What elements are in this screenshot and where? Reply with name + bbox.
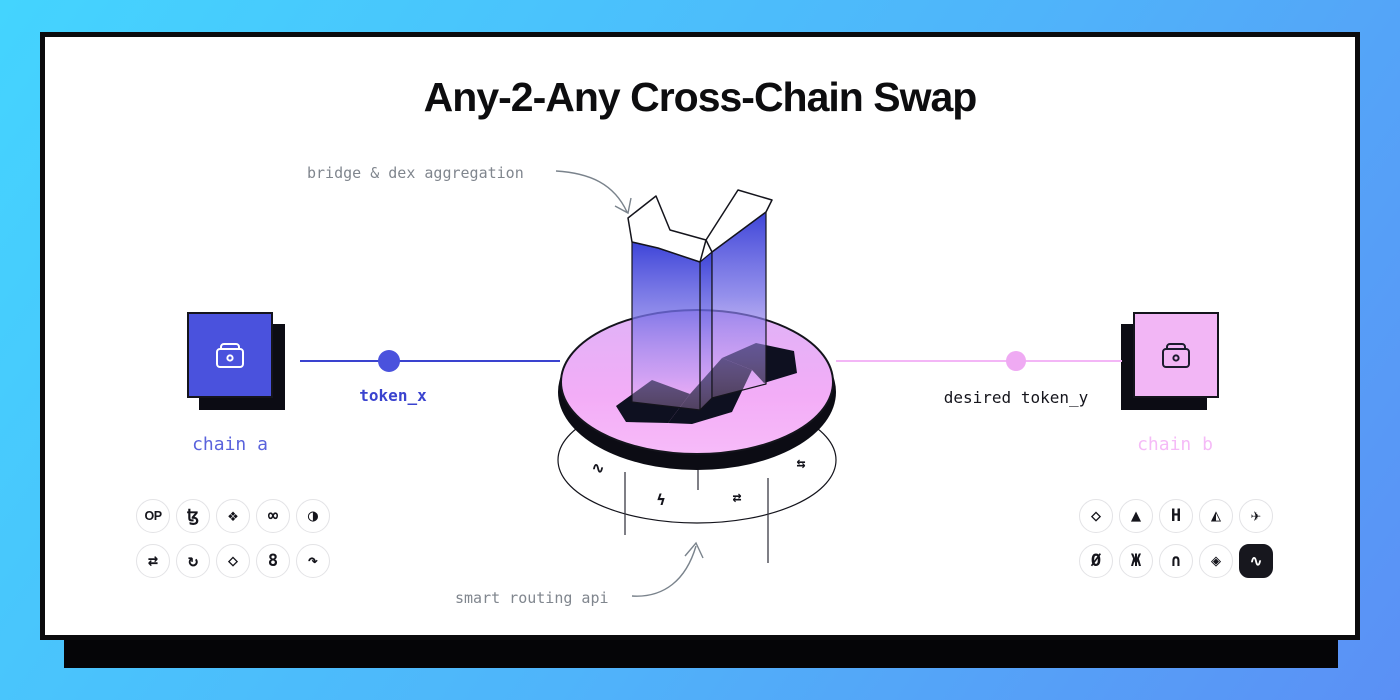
harmony-chain-icon: H: [1159, 499, 1193, 533]
chain-b-label: chain b: [1137, 434, 1213, 455]
s-ribbon-3d-logo: [627, 189, 773, 411]
card-shadow-bar: [64, 640, 1338, 668]
wallet-icon: [216, 343, 244, 368]
repeat-arrows-bridge-icon: ↻: [176, 544, 210, 578]
token-y-dot: [1006, 351, 1026, 371]
loop-arrows-icon: ⇆: [796, 454, 806, 472]
token-x-line: [300, 360, 560, 362]
token-y-line: [836, 360, 1122, 362]
curved-arrow-up-icon: [631, 541, 704, 597]
slashed-o-protocol-icon: Ø: [1079, 544, 1113, 578]
swoosh-arrow-bridge-icon: ↷: [296, 544, 330, 578]
center-artwork: [557, 189, 837, 563]
bolt-icon: ϟ: [656, 491, 666, 509]
arch-bridge-icon: ∩: [1159, 544, 1193, 578]
hexagon-protocol-icon: ◇: [216, 544, 250, 578]
swap-arrows-icon: ⇄: [732, 488, 742, 506]
avalanche-chain-icon: ▲: [1119, 499, 1153, 533]
smart-routing-api-label: smart routing api: [455, 589, 609, 607]
token-x-label: token_x: [359, 386, 427, 405]
chain-b-square: [1133, 312, 1219, 398]
page-title: Any-2-Any Cross-Chain Swap: [423, 74, 978, 120]
rings-chain-icon: ∞: [256, 499, 290, 533]
token-y-label: desired token_y: [943, 388, 1089, 407]
scribble-icon: ∿: [591, 459, 605, 477]
optimism-chain-icon: OP: [136, 499, 170, 533]
cube-chain-icon: ❖: [216, 499, 250, 533]
dark-square-swap-icon: ∿: [1239, 544, 1273, 578]
x-brackets-protocol-icon: Ж: [1119, 544, 1153, 578]
peak-badge-chain-icon: ◭: [1199, 499, 1233, 533]
wallet-icon: [1162, 343, 1190, 368]
token-x-dot: [378, 350, 400, 372]
tezos-chain-icon: ꜩ: [176, 499, 210, 533]
hex-cube-chain-icon: ◇: [1079, 499, 1113, 533]
curved-arrow-down-icon: [555, 170, 632, 215]
flower-protocol-icon: ◈: [1199, 544, 1233, 578]
chain-link-bridge-icon: 8: [256, 544, 290, 578]
globe-swirl-chain-icon: ◑: [296, 499, 330, 533]
chain-a-square: [187, 312, 273, 398]
bird-chain-icon: ✈: [1239, 499, 1273, 533]
chain-a-label: chain a: [192, 434, 268, 455]
bridge-aggregation-label: bridge & dex aggregation: [307, 164, 524, 182]
cycle-arrows-bridge-icon: ⇄: [136, 544, 170, 578]
